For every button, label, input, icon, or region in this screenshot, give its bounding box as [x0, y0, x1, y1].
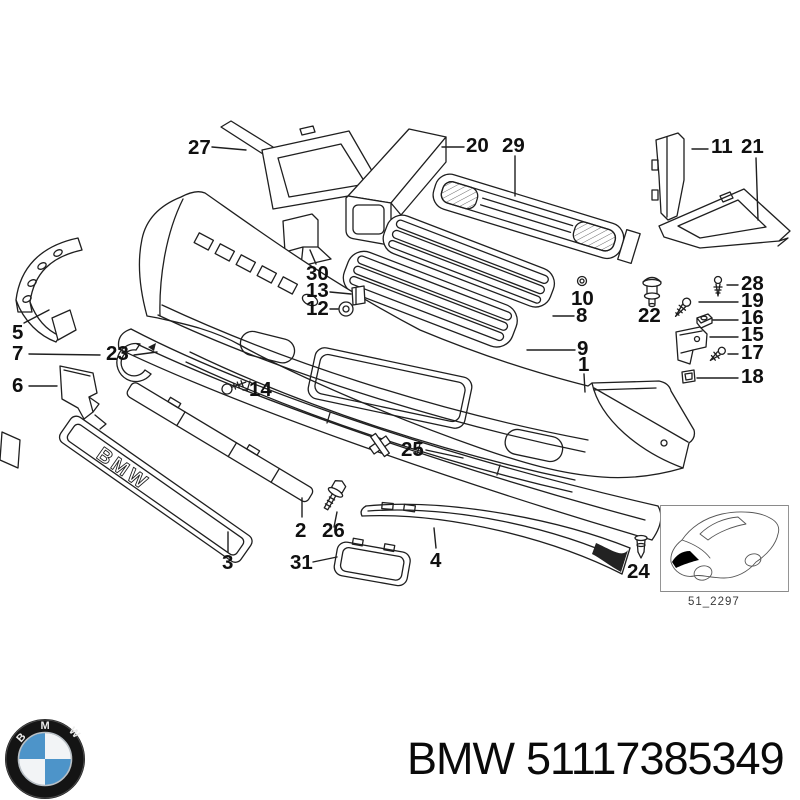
highlighted-bumper-area	[672, 551, 699, 568]
part-label-28: 28	[741, 272, 764, 295]
part-19-screw	[674, 297, 692, 318]
part-label-25: 25	[401, 438, 424, 461]
part-25-clip	[368, 432, 392, 458]
leader-31	[312, 556, 338, 563]
part-label-23: 23	[106, 342, 129, 365]
bmw-roundel-quadrant	[19, 759, 45, 785]
leader-lines	[23, 146, 759, 563]
leader-23	[133, 351, 158, 356]
part-label-21: 21	[741, 135, 764, 158]
part-31-blank-cover	[333, 537, 411, 587]
part-label-16: 16	[741, 306, 764, 329]
part-label-17: 17	[741, 341, 764, 364]
part-18-clip	[681, 369, 696, 384]
inset-drawing-code: 51_2297	[688, 596, 740, 608]
part-label-30: 30	[306, 262, 329, 285]
part-11-side-bracket	[651, 132, 685, 221]
part-10-nut	[576, 275, 588, 287]
part-17-screw	[709, 346, 726, 362]
brand-name: BMW	[407, 733, 515, 784]
part-15-bracket	[675, 326, 708, 365]
part-labels: 27 20 29 11 21 30 13 12 10 8 28 19 22 16…	[12, 134, 764, 608]
part-label-4: 4	[430, 549, 442, 572]
part-label-27: 27	[188, 136, 211, 159]
diagram-svg: BMW	[0, 120, 791, 608]
part-label-6: 6	[12, 374, 23, 397]
part-label-24: 24	[627, 560, 650, 583]
part-6-cover-bracket	[59, 365, 107, 430]
part-9-center-grille-lower	[342, 250, 518, 348]
part-5-corner-moulding	[15, 237, 83, 343]
part-label-8: 8	[576, 304, 587, 327]
bmw-logo: B M W	[5, 719, 85, 799]
leader-25	[425, 449, 464, 459]
leader-4	[433, 527, 437, 549]
part-label-13: 13	[306, 279, 329, 302]
part-label-12: 12	[306, 297, 329, 320]
part-label-11: 11	[711, 135, 733, 158]
leader-27	[211, 146, 247, 151]
part-29-upper-grille	[432, 173, 641, 265]
part-label-14: 14	[249, 378, 272, 401]
car-inset	[660, 505, 789, 592]
leader-7	[28, 353, 101, 356]
part-3-absorber: BMW	[58, 415, 253, 563]
part-22-rivet	[642, 276, 662, 308]
part-label-18: 18	[741, 365, 764, 388]
part-label-5: 5	[12, 321, 23, 344]
bmw-logo-letter-m: M	[41, 720, 50, 732]
part-14-screw	[221, 380, 247, 395]
part-label-22: 22	[638, 304, 661, 327]
part-1-bumper	[138, 191, 696, 479]
bmw-roundel-quadrant	[19, 733, 45, 759]
part-label-10: 10	[571, 287, 594, 310]
leader-26	[333, 511, 338, 528]
part-23-spoiler	[117, 328, 662, 541]
part-label-19: 19	[741, 289, 764, 312]
part-label-20: 20	[466, 134, 489, 157]
leader-21	[755, 157, 759, 221]
part-13-clip	[351, 285, 366, 306]
part-label-7: 7	[12, 342, 23, 365]
bmw-roundel-quadrant	[45, 759, 71, 785]
part-8-center-grille-upper	[382, 214, 556, 308]
part-label-29: 29	[502, 134, 525, 157]
part-2-strip	[126, 382, 314, 503]
leader-1	[583, 373, 586, 393]
part-label-9: 9	[577, 337, 588, 360]
leader-13	[329, 291, 352, 295]
leader-5	[23, 309, 50, 324]
part-label-2: 2	[295, 519, 306, 542]
part-label-3: 3	[222, 551, 233, 574]
part-28-screw	[713, 275, 723, 297]
bmw-roundel-quadrant	[45, 733, 71, 759]
part-label-15: 15	[741, 323, 764, 346]
part-16-clip-nut	[696, 313, 713, 329]
strip-fragment	[0, 431, 21, 469]
part-label-1: 1	[578, 353, 589, 376]
part-label-31: 31	[290, 551, 313, 574]
part-label-26: 26	[322, 519, 345, 542]
leader-30	[309, 249, 317, 265]
part-12-grommet	[338, 301, 354, 317]
part-24-rivet	[634, 534, 648, 559]
exploded-diagram: BMW	[0, 120, 791, 608]
part-number-value: 51117385349	[525, 733, 785, 784]
part-4-lip	[360, 501, 631, 575]
part-26-bolt	[323, 480, 347, 511]
part-7-clamp	[116, 342, 156, 383]
